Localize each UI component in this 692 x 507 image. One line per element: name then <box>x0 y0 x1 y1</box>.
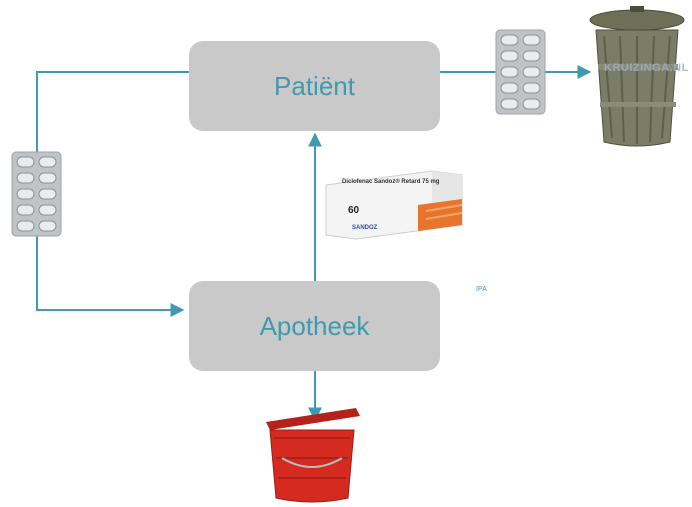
blister-pack-icon <box>11 151 62 237</box>
pack-brand: Diclofenac Sandoz® Retard 75 mg <box>342 179 440 185</box>
pack-mark: IPA <box>476 286 487 293</box>
patient-label: Patiënt <box>274 70 355 101</box>
red-disposal-bin-icon <box>266 408 360 503</box>
pack-maker: SANDOZ <box>352 225 378 231</box>
trash-watermark: KRUIZINGA.NL <box>604 62 689 74</box>
blister-pack-icon <box>495 29 546 115</box>
patient-node: Patiënt <box>189 41 440 131</box>
pharmacy-node: Apotheek <box>189 281 440 371</box>
medicine-box-icon: Diclofenac Sandoz® Retard 75 mg 60 SANDO… <box>322 165 465 241</box>
pharmacy-label: Apotheek <box>259 310 370 341</box>
pack-count: 60 <box>348 205 360 216</box>
trash-can-icon <box>589 6 685 147</box>
